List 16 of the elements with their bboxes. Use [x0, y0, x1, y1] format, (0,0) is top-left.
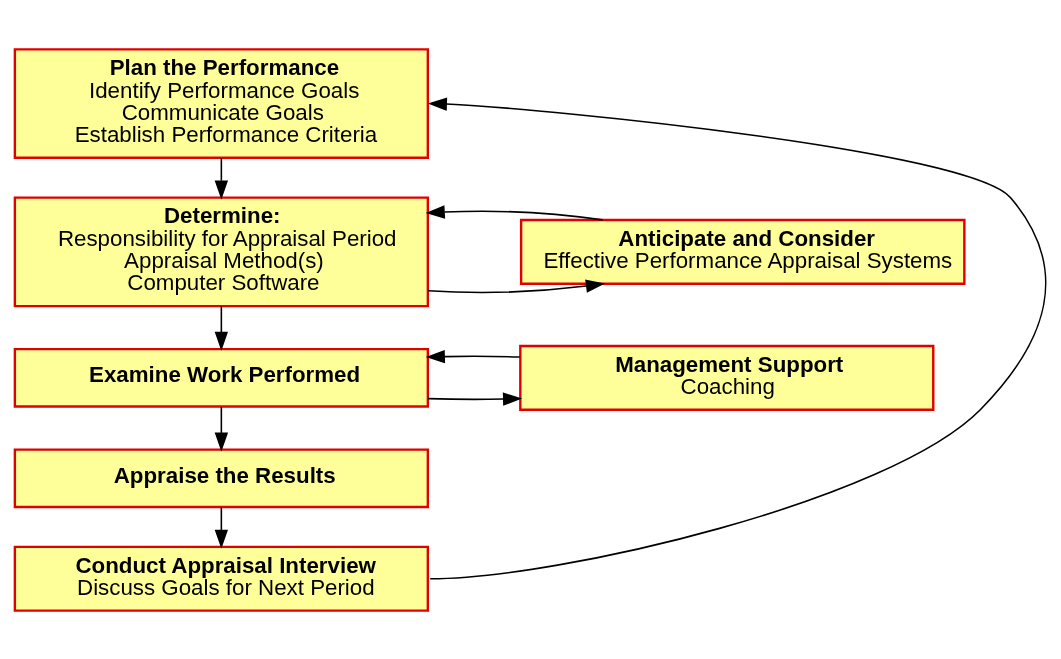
arrow [427, 278, 605, 293]
arrow [427, 96, 1047, 580]
arrow [214, 506, 229, 549]
node-box: Plan the Performance Identify Performance Goals Communicate Goals Establish Performance Criteria [13, 47, 430, 159]
arrow [425, 349, 521, 363]
node-box: Examine Work Performed [13, 347, 430, 408]
arrow [214, 405, 229, 452]
node-box: Determine: Responsibility for Appraisal Period Appraisal Method(s) Computer Software [13, 195, 430, 307]
arrow [425, 204, 604, 221]
arrow [214, 156, 229, 200]
arrow [427, 391, 523, 406]
arrow [214, 304, 229, 351]
node-box: Appraise the Results [13, 447, 430, 508]
node-box: Anticipate and Consider Effective Performance Appraisal Systems [519, 218, 966, 285]
node-box: Conduct Appraisal Interview Discuss Goals for Next Period [13, 545, 430, 612]
node-box: Management Support Coaching [519, 344, 935, 411]
